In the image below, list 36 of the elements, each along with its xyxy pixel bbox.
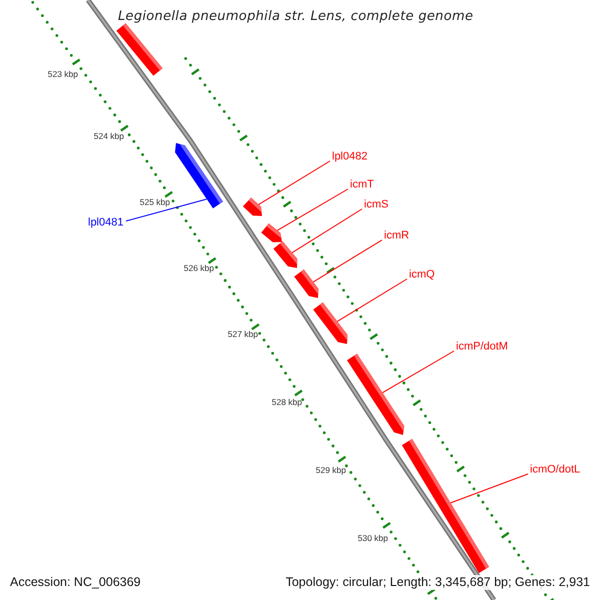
gene-segment bbox=[116, 23, 163, 76]
scale-label: 529 kbp bbox=[316, 465, 346, 475]
gene-segment bbox=[294, 269, 318, 298]
accession-text: Accession: NC_006369 bbox=[8, 575, 143, 590]
gene-segment bbox=[273, 241, 298, 268]
leader-line bbox=[450, 474, 528, 504]
leader-line bbox=[126, 198, 208, 222]
gene-label: icmQ bbox=[409, 268, 435, 282]
leader-line bbox=[382, 350, 454, 394]
leader-line bbox=[312, 240, 382, 282]
gene-label: lpl0481 bbox=[88, 216, 124, 230]
gene-segment bbox=[402, 438, 490, 574]
scale-label: 527 kbp bbox=[228, 329, 258, 339]
leader-line bbox=[258, 160, 330, 206]
gene-segment bbox=[175, 143, 223, 208]
gene-segment bbox=[261, 223, 282, 242]
gene-label: icmO/dotL bbox=[530, 464, 580, 476]
gene-label: icmP/dotM bbox=[456, 340, 508, 354]
scale-label: 526 kbp bbox=[184, 263, 214, 273]
leader-line bbox=[276, 188, 348, 231]
scale-label: 530 kbp bbox=[358, 533, 388, 543]
leader-line bbox=[336, 278, 408, 322]
leader-line bbox=[292, 208, 362, 254]
gene-segment bbox=[242, 198, 262, 216]
scale-label: 528 kbp bbox=[272, 397, 302, 407]
scale-label: 525 kbp bbox=[140, 197, 170, 207]
topology-text: Topology: circular; Length: 3,345,687 bp; Genes: 2,931 bbox=[284, 575, 592, 590]
gene-segment bbox=[347, 354, 404, 435]
gene-label: icmR bbox=[384, 230, 410, 242]
gene-label: icmS bbox=[364, 198, 388, 212]
title: Legionella pneumophila str. Lens, complete genome bbox=[118, 9, 474, 25]
scale-label: 524 kbp bbox=[94, 131, 124, 141]
gene-segment bbox=[313, 302, 348, 344]
gene-label: lpl0482 bbox=[332, 150, 368, 164]
scale-label: 523 kbp bbox=[48, 69, 78, 79]
gene-label: icmT bbox=[350, 178, 374, 192]
